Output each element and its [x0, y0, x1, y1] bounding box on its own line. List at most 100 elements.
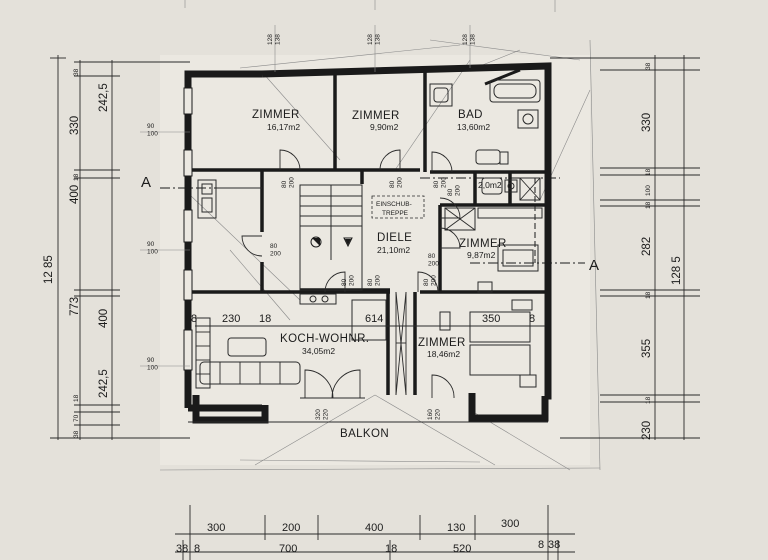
- door-dim: 80200: [423, 275, 437, 286]
- left-dim: 400: [98, 309, 110, 328]
- left-dim: 18: [73, 394, 80, 402]
- room-area-bad: 13,60m2: [457, 122, 490, 132]
- top-dim: 128138: [462, 34, 476, 45]
- inner-dim: 614: [365, 313, 383, 325]
- bottom-dim: 130: [447, 522, 465, 534]
- right-dim: 38: [645, 62, 652, 70]
- bottom-dim: 8: [194, 543, 200, 555]
- room-area-zimmer-e: 9,87m2: [467, 250, 496, 260]
- door-dim: 80200: [433, 177, 447, 188]
- left-dim: 38: [73, 68, 80, 76]
- left-dims: 38 242,5 330 18 400 12 85 773 400 242,5 …: [43, 68, 110, 438]
- room-area-koch: 34,05m2: [302, 346, 335, 356]
- stair-label-1: EINSCHUB-: [376, 201, 412, 208]
- left-dim: 18: [73, 173, 80, 181]
- right-dim: 100: [645, 185, 652, 196]
- bottom-dim: 520: [453, 543, 471, 555]
- right-dim: 18: [645, 396, 652, 404]
- left-dim: 12 85: [43, 255, 55, 284]
- right-dim: 330: [641, 113, 653, 132]
- top-dim: 128138: [367, 34, 381, 45]
- bottom-dim: 700: [279, 543, 297, 555]
- left-dim: 70: [73, 414, 80, 422]
- bottom-dim-chain: [175, 505, 575, 560]
- inner-dim: 8: [529, 313, 535, 325]
- right-dim-chain: [550, 55, 700, 440]
- door-dim: 320220: [315, 409, 329, 420]
- door-dim: 80200: [281, 177, 295, 188]
- top-dim: 128138: [267, 34, 281, 45]
- zimmer-e-furniture: [477, 244, 539, 293]
- top-dims: 128138 128138 128138: [267, 25, 476, 72]
- section-label-right: A: [589, 257, 599, 274]
- right-dim: 18: [645, 291, 652, 299]
- door-dim: 80200: [389, 177, 403, 188]
- right-dims: 38 330 18 100 18 282 128 5 18 355 18 230: [641, 62, 683, 440]
- left-dim: 242,5: [98, 83, 110, 112]
- door-dim: 80200: [447, 185, 461, 196]
- right-dim: 355: [641, 339, 653, 358]
- door-swings: [241, 149, 461, 399]
- bottom-dim: 8: [538, 539, 544, 551]
- room-area-diele: 21,10m2: [377, 245, 410, 255]
- inner-dims: 8 230 18 614 350 8: [191, 313, 545, 327]
- bottom-dim: 400: [365, 522, 383, 534]
- room-area-zimmer-nw: 16,17m2: [267, 122, 300, 132]
- left-dim: 330: [69, 116, 81, 135]
- left-dim: 38: [73, 430, 80, 438]
- room-area-zimmer-se: 18,46m2: [427, 349, 460, 359]
- bottom-dim: 38: [176, 543, 188, 555]
- wardrobe-strip: [395, 291, 407, 396]
- door-dim: 80200: [341, 275, 355, 286]
- bath-fixtures: [429, 79, 543, 231]
- bottom-dim: 200: [282, 522, 300, 534]
- paper-edge-bottom: [159, 467, 601, 471]
- inner-dim: 230: [222, 313, 240, 325]
- bottom-dim: 38: [548, 539, 560, 551]
- bottom-dims-row1: 300 200 400 130 300: [207, 518, 519, 534]
- paper-edge: [589, 39, 601, 471]
- room-label-koch: KOCH-WOHNR.: [280, 333, 369, 345]
- door-dim: 80200: [367, 275, 381, 286]
- construction-lines: [189, 39, 591, 471]
- room-label-zimmer-n: ZIMMER: [352, 110, 400, 122]
- right-dim: 128 5: [671, 256, 683, 285]
- room-area-wc: 2,0m2: [478, 180, 502, 190]
- right-dim: 282: [641, 237, 653, 256]
- bottom-dim: 18: [385, 543, 397, 555]
- left-dim: 773: [69, 297, 81, 316]
- windows-left: [183, 87, 193, 371]
- left-dim: 400: [69, 185, 81, 204]
- room-label-bad: BAD: [458, 109, 483, 121]
- left-dim-chain: [50, 55, 190, 440]
- right-dim: 230: [641, 421, 653, 440]
- room-label-diele: DIELE: [377, 232, 412, 244]
- room-area-zimmer-n: 9,90m2: [370, 122, 399, 132]
- stair-label-2: TREPPE: [382, 210, 409, 217]
- inner-dim: 18: [259, 313, 271, 325]
- zimmer-se-furniture: [439, 299, 537, 388]
- kitchen-furniture: [195, 179, 387, 389]
- section-label-left: A: [141, 174, 151, 191]
- staircase: [299, 184, 363, 291]
- bottom-dim: 300: [207, 522, 225, 534]
- inner-dim: 8: [191, 313, 197, 325]
- bottom-dim: 300: [501, 518, 519, 530]
- right-dim: 18: [645, 168, 652, 176]
- interior-walls: [192, 70, 545, 395]
- bottom-dims-row2: 38 8 700 18 520 8 38: [176, 539, 560, 555]
- room-label-zimmer-e: ZIMMER: [459, 238, 507, 250]
- left-dim: 242,5: [98, 369, 110, 398]
- attic-hatch: [371, 195, 425, 219]
- door-dim: 160220: [427, 409, 441, 420]
- right-dim: 18: [645, 201, 652, 209]
- room-label-zimmer-nw: ZIMMER: [252, 109, 300, 121]
